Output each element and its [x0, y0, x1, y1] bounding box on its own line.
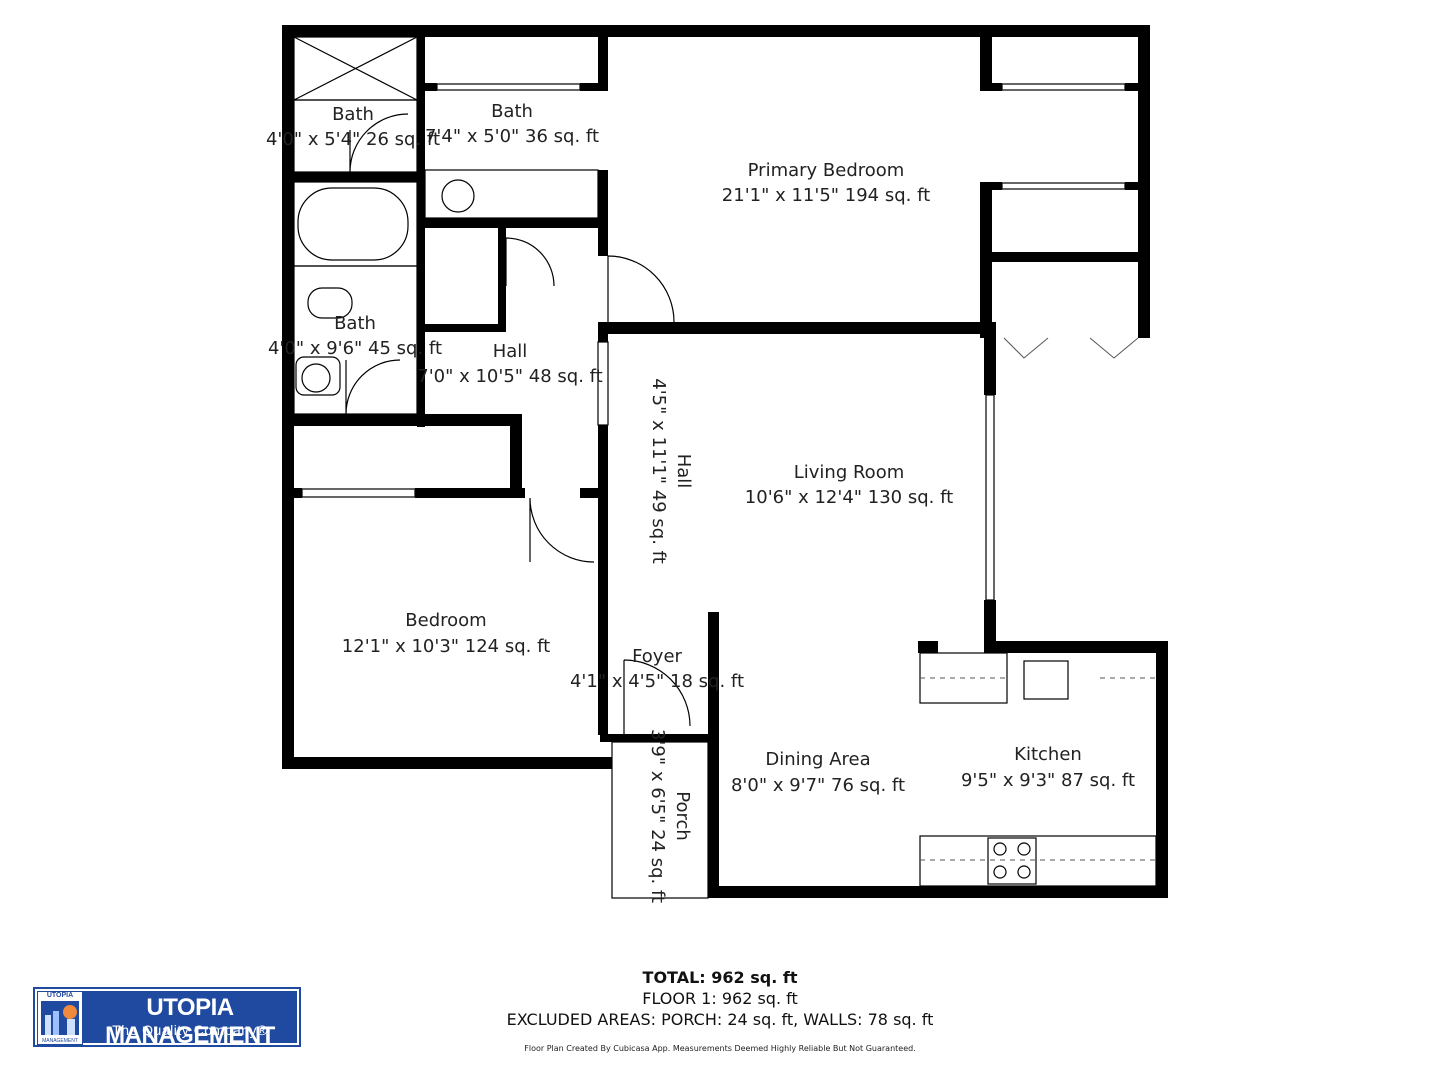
windows [301, 83, 1168, 899]
porch-name: Porch [672, 791, 693, 841]
company-tagline: The Quality Company® [112, 1022, 268, 1038]
logo-panel: UTOPIA MANAGEMENT The Quality Company® [83, 991, 297, 1049]
kitchen-dims: 9'5" x 9'3" 87 sq. ft [961, 770, 1135, 791]
living-room-name: Living Room [794, 462, 905, 483]
walls [282, 25, 1168, 898]
room-labels: Bath 4'0" x 5'4" 26 sq. ft Bath 7'4" x 5… [266, 101, 1135, 903]
primary-bedroom-dims: 21'1" x 11'5" 194 sq. ft [722, 185, 930, 206]
building-icon [41, 1001, 79, 1035]
disclaimer: Floor Plan Created By Cubicasa App. Meas… [524, 1044, 916, 1053]
foyer-name: Foyer [632, 646, 682, 667]
living-room-dims: 10'6" x 12'4" 130 sq. ft [745, 487, 953, 508]
dining-area-name: Dining Area [765, 749, 870, 770]
logo-mark-bottom: MANAGEMENT [42, 1038, 78, 1044]
excluded-areas: EXCLUDED AREAS: PORCH: 24 sq. ft, WALLS:… [506, 1010, 934, 1029]
bath-c-name: Bath [334, 313, 376, 334]
bedroom-name: Bedroom [405, 610, 486, 631]
bath-c-dims: 4'0" x 9'6" 45 sq. ft [268, 338, 442, 359]
hall-b-name: Hall [673, 454, 694, 489]
foyer-dims: 4'1" x 4'5" 18 sq. ft [570, 671, 744, 692]
bath-b-dims: 7'4" x 5'0" 36 sq. ft [425, 126, 599, 147]
bath-a-dims: 4'0" x 5'4" 26 sq. ft [266, 129, 440, 150]
logo-mark-top: UTOPIA [46, 992, 74, 999]
company-name: UTOPIA MANAGEMENT [105, 994, 275, 1049]
bath-a-name: Bath [332, 104, 374, 125]
hall-b-dims: 4'5" x 11'1" 49 sq. ft [648, 378, 669, 563]
hall-a-dims: 7'0" x 10'5" 48 sq. ft [417, 366, 602, 387]
kitchen-name: Kitchen [1014, 744, 1082, 765]
bedroom-dims: 12'1" x 10'3" 124 sq. ft [342, 636, 550, 657]
doors [345, 113, 1139, 734]
total-area: TOTAL: 962 sq. ft [642, 968, 798, 987]
logo-mark: UTOPIA MANAGEMENT [37, 991, 83, 1045]
hall-a-name: Hall [493, 341, 528, 362]
bath-b-name: Bath [491, 101, 533, 122]
utopia-logo: UTOPIA MANAGEMENT UTOPIA MANAGEMENT The … [33, 987, 301, 1049]
primary-bedroom-name: Primary Bedroom [748, 160, 905, 181]
floor-area: FLOOR 1: 962 sq. ft [642, 989, 798, 1008]
porch-dims: 3'9" x 6'5" 24 sq. ft [647, 729, 668, 903]
dining-area-dims: 8'0" x 9'7" 76 sq. ft [731, 775, 905, 796]
fixtures [293, 36, 1157, 887]
